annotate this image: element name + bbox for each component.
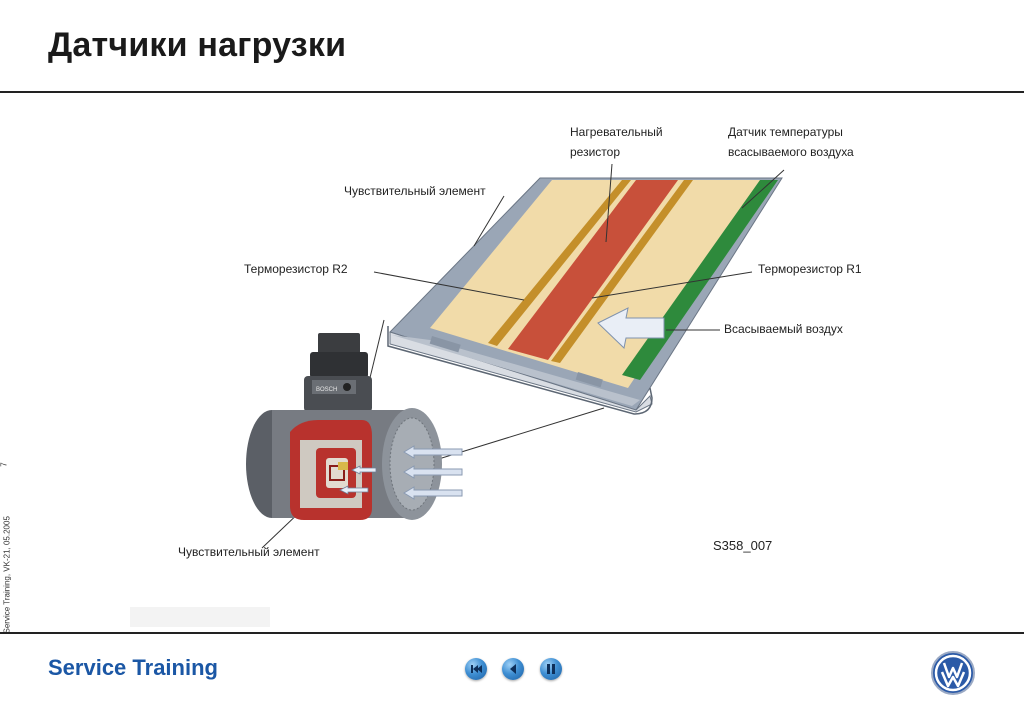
film-notch-left bbox=[429, 336, 461, 353]
previous-page-icon bbox=[510, 664, 516, 674]
intake-air-arrow bbox=[597, 307, 665, 349]
inner-airflow-arrows bbox=[339, 465, 377, 495]
previous-page-button[interactable] bbox=[502, 658, 524, 680]
bosch-mark: BOSCH bbox=[316, 387, 337, 393]
label-thermistor-r1: Терморезистор R1 bbox=[758, 262, 862, 276]
first-page-icon bbox=[471, 665, 482, 673]
label-heating-resistor: Нагревательный резистор bbox=[570, 125, 663, 159]
label-sensing-element-bottom: Чувствительный элемент bbox=[178, 545, 320, 559]
footer-brand: Service Training bbox=[48, 655, 218, 680]
pause-button[interactable] bbox=[540, 658, 562, 680]
plate-underside bbox=[392, 335, 640, 406]
image-shadow-bar bbox=[130, 607, 270, 627]
slide-number: 7 bbox=[0, 462, 9, 467]
air-flow-meter-housing: BOSCH bbox=[246, 333, 442, 520]
leader-sensing-element-top bbox=[473, 195, 505, 247]
figure-code: S358_007 bbox=[713, 538, 773, 553]
label-intake-air: Всасываемый воздух bbox=[724, 322, 843, 336]
thermistor-r2-strip bbox=[488, 180, 631, 346]
header-rule bbox=[0, 91, 1024, 93]
leader-thermistor-r2 bbox=[373, 271, 525, 301]
leader-intake-temp-sensor bbox=[741, 169, 785, 209]
label-thermistor-r2: Терморезистор R2 bbox=[244, 262, 348, 276]
pause-icon bbox=[547, 664, 555, 674]
vw-logo bbox=[931, 651, 975, 695]
thermistor-r1-strip bbox=[551, 180, 693, 363]
page-title: Датчики нагрузки bbox=[48, 26, 347, 64]
footer-rule bbox=[0, 632, 1024, 634]
airflow-arrows bbox=[403, 445, 463, 500]
heating-resistor-strip bbox=[508, 180, 678, 360]
film-notch-right bbox=[575, 371, 603, 388]
label-sensing-element-top: Чувствительный элемент bbox=[344, 184, 486, 198]
leader-thermistor-r1 bbox=[591, 271, 753, 299]
leader-heating-resistor bbox=[605, 163, 613, 243]
label-intake-temp-sensor: Датчик температуры всасываемого воздуха bbox=[728, 125, 854, 159]
first-page-button[interactable] bbox=[465, 658, 487, 680]
plate-front-edge bbox=[387, 326, 653, 415]
